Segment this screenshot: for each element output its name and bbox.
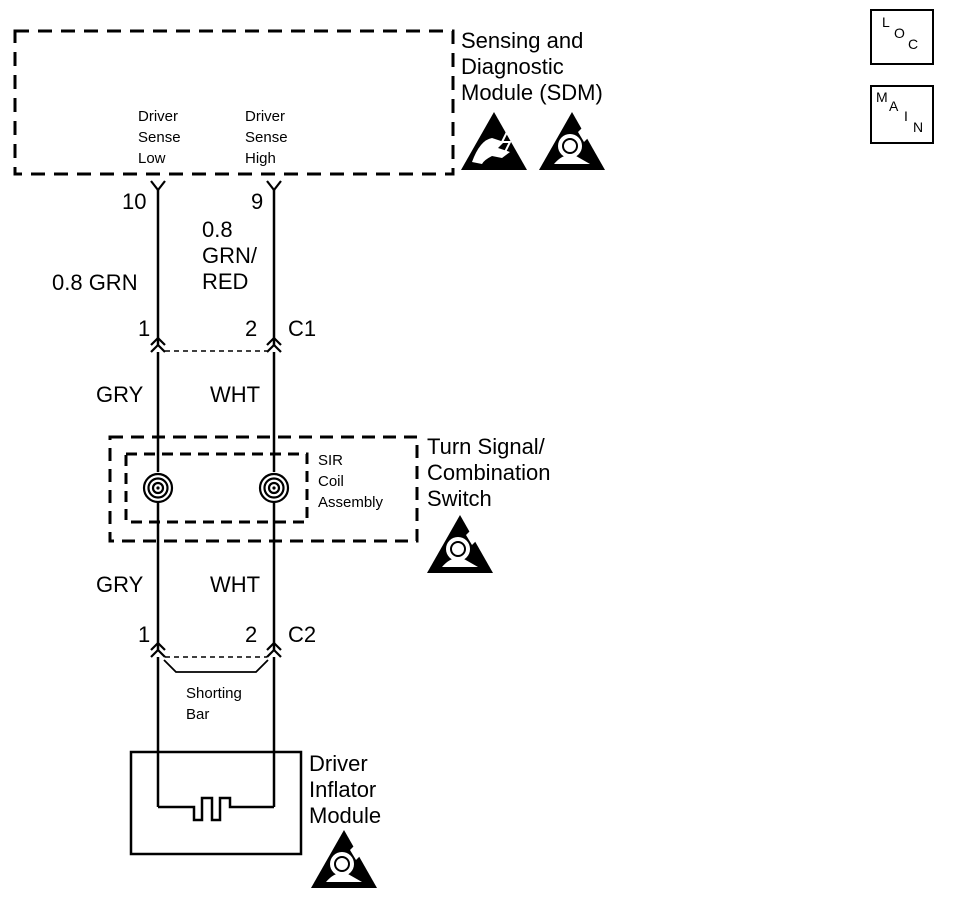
switch-title: Turn Signal/ Combination Switch <box>427 434 551 511</box>
wire-left-upper-label: 0.8 GRN <box>52 270 138 295</box>
loc-letter-o: O <box>894 25 905 41</box>
coil-right-icon <box>258 472 290 504</box>
wire-right-middle-label: WHT <box>210 382 261 407</box>
loc-letter-l: L <box>882 14 890 30</box>
inflator-title: Driver Inflator Module <box>309 751 382 828</box>
coil-left-icon <box>142 472 174 504</box>
shorting-bar <box>163 659 269 673</box>
wire-left-lower-label: GRY <box>96 572 144 597</box>
c1-pin-1: 1 <box>138 316 151 341</box>
c1-label: C1 <box>288 316 317 341</box>
pin-9-number: 9 <box>251 189 264 214</box>
main-button[interactable]: M A I N <box>870 85 934 144</box>
esd-warning-icon <box>460 111 528 171</box>
pin-low-label: Driver Sense Low <box>138 108 181 167</box>
c1-pin-2: 2 <box>245 316 258 341</box>
loc-letter-c: C <box>908 36 919 52</box>
shorting-bar-label: Shorting Bar <box>186 685 242 723</box>
pin-high-label: Driver Sense High <box>245 108 288 167</box>
coil-box <box>124 452 309 524</box>
coil-assembly-label: SIR Coil Assembly <box>318 452 384 511</box>
pin-10-number: 10 <box>122 189 147 214</box>
wire-left-middle-label: GRY <box>96 382 144 407</box>
airbag-warning-icon-sdm <box>538 111 606 171</box>
sdm-box <box>13 29 455 176</box>
sdm-pin-9-connector <box>266 180 282 192</box>
main-letter-a: A <box>889 98 899 114</box>
airbag-warning-icon-inflator <box>310 829 378 889</box>
c2-label: C2 <box>288 622 317 647</box>
c2-connector <box>150 641 282 658</box>
c2-pin-2: 2 <box>245 622 258 647</box>
wire-right-upper-label: 0.8 GRN/ RED <box>202 217 257 294</box>
sdm-title: Sensing and Diagnostic Module (SDM) <box>461 28 603 105</box>
airbag-warning-icon-switch <box>426 514 494 574</box>
c2-pin-1: 1 <box>138 622 151 647</box>
sdm-pin-10-connector <box>150 180 166 192</box>
main-letter-m: M <box>876 89 888 105</box>
squib-element <box>158 796 274 822</box>
inflator-box <box>129 750 303 856</box>
c1-connector <box>150 336 282 353</box>
wire-right-lower-label: WHT <box>210 572 261 597</box>
switch-box <box>108 435 419 543</box>
main-letter-n: N <box>913 119 924 135</box>
loc-button[interactable]: L O C <box>870 9 934 65</box>
main-letter-i: I <box>904 108 908 124</box>
